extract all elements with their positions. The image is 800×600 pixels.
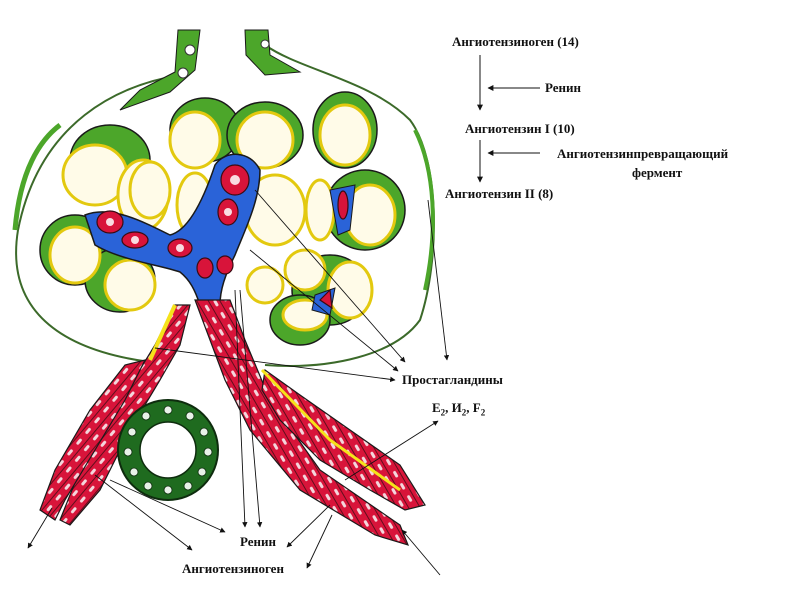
pg-i-sub: 2 — [461, 407, 467, 418]
leader-lines — [27, 189, 450, 576]
label-renin-enzyme: Ренин — [545, 80, 582, 95]
pg-f: F — [472, 400, 481, 415]
label-ace-line2: фермент — [632, 165, 683, 180]
bowman-capsule — [12, 29, 435, 367]
glomerular-capillaries — [39, 91, 406, 346]
pg-sep2: , — [466, 400, 473, 415]
mesangium — [84, 153, 356, 316]
label-angiotensin-i: Ангиотензин I (10) — [465, 121, 575, 136]
label-prostaglandins: Простагландины — [402, 372, 503, 387]
label-renin: Ренин — [240, 534, 277, 549]
pg-i: И — [451, 400, 462, 415]
pg-e: E — [432, 400, 441, 415]
label-angiotensinogen-14: Ангиотензиноген (14) — [452, 34, 579, 49]
pg-sep1: , — [445, 400, 452, 415]
label-angiotensinogen: Ангиотензиноген — [182, 561, 284, 576]
arterioles — [39, 299, 426, 546]
label-angiotensin-ii: Ангиотензин II (8) — [445, 186, 554, 201]
label-prostaglandin-types: E2, И2, F2 — [432, 400, 485, 418]
pg-e-sub: 2 — [440, 407, 446, 418]
cascade-arrows — [477, 55, 540, 183]
macula-densa — [117, 399, 219, 501]
label-ace-line1: Ангиотензинпревращающий — [557, 146, 729, 161]
pg-f-sub: 2 — [480, 407, 486, 418]
